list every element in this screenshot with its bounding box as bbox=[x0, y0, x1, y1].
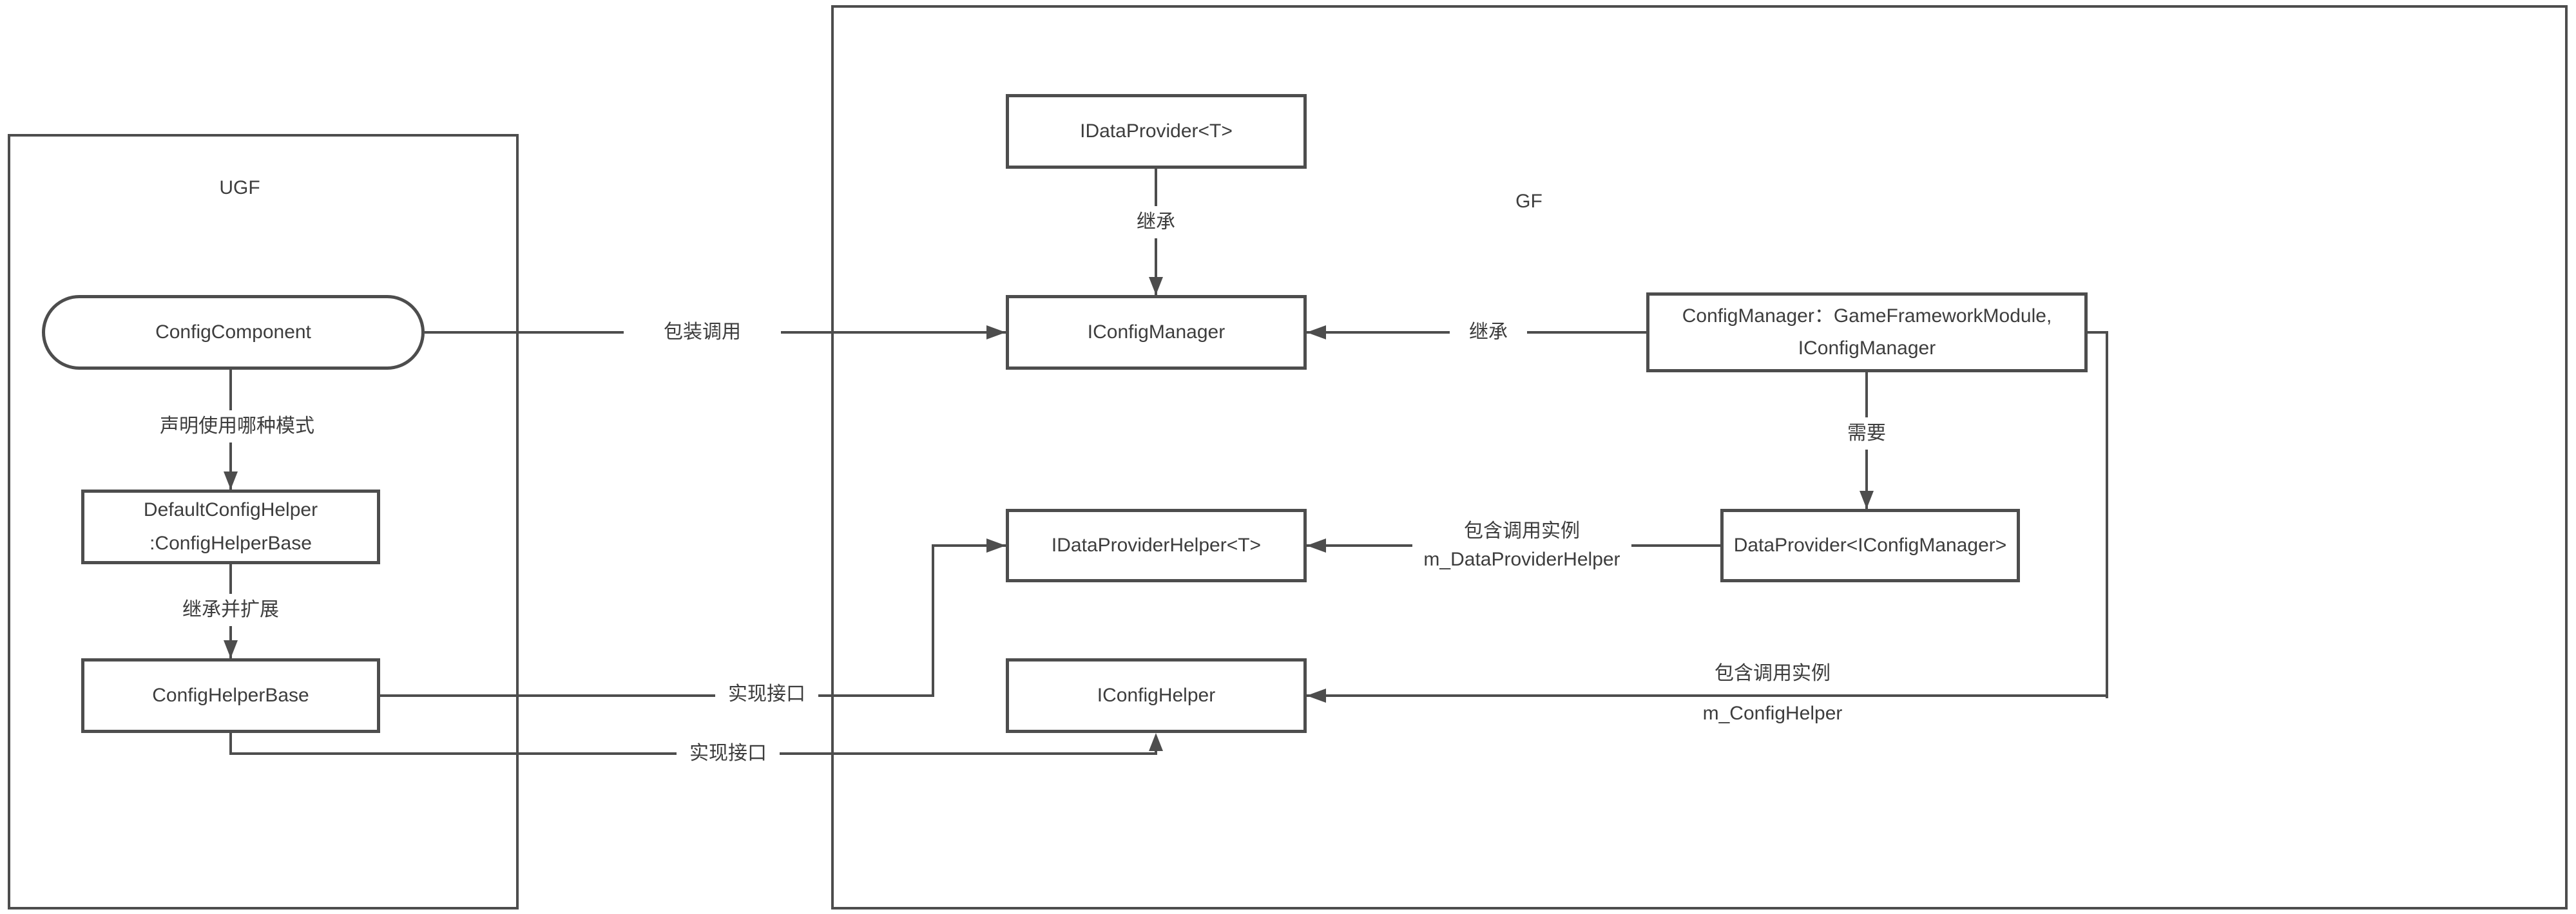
node-label-line2: IConfigManager bbox=[1798, 338, 1936, 359]
edge-label-implement-lower: 实现接口 bbox=[677, 738, 780, 770]
arrowhead-right-icon bbox=[986, 538, 1006, 553]
edge-implement-upper-segment bbox=[380, 694, 934, 697]
edge-label-line1: 包含调用实例 bbox=[1464, 520, 1580, 542]
ugf-group-container bbox=[8, 134, 519, 909]
node-label: ConfigComponent bbox=[155, 321, 311, 343]
node-label-line1: DefaultConfigHelper bbox=[143, 499, 318, 520]
node-iconfig-helper: IConfigHelper bbox=[1006, 658, 1307, 733]
edge-label-require: 需要 bbox=[1828, 417, 1905, 450]
node-idata-provider: IDataProvider<T> bbox=[1006, 94, 1307, 169]
node-label: IConfigManager bbox=[1087, 321, 1226, 343]
edge-implement-upper-segment bbox=[932, 544, 934, 697]
node-label: IConfigHelper bbox=[1097, 685, 1216, 706]
node-label: ConfigHelperBase bbox=[152, 685, 309, 706]
edge-implement-lower-segment bbox=[1155, 747, 1157, 755]
ugf-group-label: UGF bbox=[219, 177, 260, 198]
arrowhead-right-icon bbox=[986, 325, 1006, 339]
arrowhead-down-icon bbox=[224, 640, 238, 658]
node-idata-provider-helper: IDataProviderHelper<T> bbox=[1006, 509, 1307, 582]
node-label-line2: :ConfigHelperBase bbox=[149, 533, 312, 554]
edge-label-inherit-extend: 继承并扩展 bbox=[169, 594, 292, 626]
node-label: IDataProviderHelper<T> bbox=[1051, 535, 1262, 556]
edge-label-contains-config-helper: 包含调用实例 m_ConfigHelper bbox=[1666, 662, 1879, 725]
edge-label-contains-dataprovider-helper: 包含调用实例 m_DataProviderHelper bbox=[1412, 515, 1631, 576]
edge-label-implement-upper: 实现接口 bbox=[715, 678, 818, 710]
node-config-helper-base: ConfigHelperBase bbox=[81, 658, 380, 733]
edge-label-declare-mode: 声明使用哪种模式 bbox=[137, 410, 337, 443]
arrowhead-down-icon bbox=[1149, 277, 1163, 295]
edge-contains-config-helper-segment bbox=[2106, 331, 2108, 698]
node-label-line1: ConfigManager：GameFrameworkModule, bbox=[1682, 305, 2052, 327]
node-data-provider: DataProvider<IConfigManager> bbox=[1720, 509, 2020, 582]
node-config-component: ConfigComponent bbox=[42, 295, 425, 370]
gf-group-container bbox=[831, 5, 2568, 909]
edge-implement-lower-segment bbox=[229, 733, 232, 755]
edge-implement-upper-line bbox=[932, 544, 1008, 547]
gf-group-label: GF bbox=[1515, 191, 1543, 212]
arrowhead-left-icon bbox=[1307, 689, 1326, 703]
node-label: DataProvider<IConfigManager> bbox=[1733, 535, 2007, 556]
node-label: IDataProvider<T> bbox=[1080, 120, 1233, 142]
edge-label-line2: m_DataProviderHelper bbox=[1423, 549, 1620, 570]
arrowhead-down-icon bbox=[224, 471, 238, 490]
arrowhead-up-icon bbox=[1149, 733, 1163, 751]
edge-label-inherit-idataprovider: 继承 bbox=[1117, 206, 1195, 238]
edge-label-line2: m_ConfigHelper bbox=[1702, 703, 1843, 724]
edge-contains-config-helper-line bbox=[1307, 694, 2108, 697]
node-iconfig-manager: IConfigManager bbox=[1006, 295, 1307, 370]
edge-label-wrap-call: 包装调用 bbox=[624, 316, 781, 348]
arrowhead-left-icon bbox=[1307, 325, 1326, 339]
edge-label-line1: 包含调用实例 bbox=[1715, 663, 1831, 684]
arrowhead-down-icon bbox=[1860, 491, 1874, 509]
edge-label-inherit-configmanager: 继承 bbox=[1450, 316, 1527, 348]
arrowhead-left-icon bbox=[1307, 538, 1326, 553]
node-config-manager: ConfigManager：GameFrameworkModule, IConf… bbox=[1646, 292, 2088, 372]
edge-contains-config-helper-segment bbox=[2088, 331, 2108, 334]
node-default-config-helper: DefaultConfigHelper :ConfigHelperBase bbox=[81, 490, 380, 564]
